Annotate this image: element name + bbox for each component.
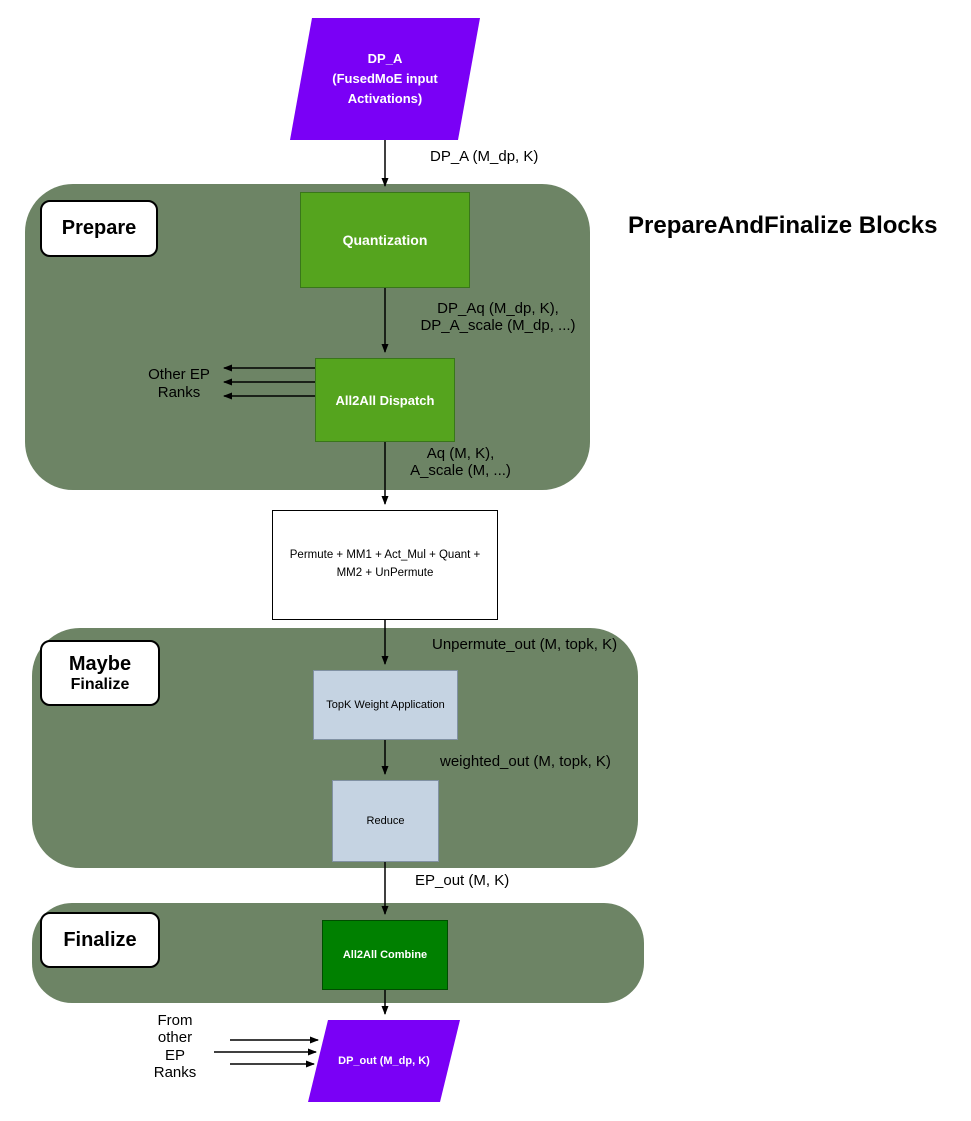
maybe-label-text: Maybe <box>68 652 132 675</box>
finalize-label: Finalize <box>40 912 160 968</box>
edge-label-dp-aq: DP_Aq (M_dp, K), DP_A_scale (M_dp, ...) <box>420 300 576 334</box>
from-other-ep-ranks-label: From other EP Ranks <box>153 1012 197 1081</box>
maybe-finalize-label: Maybe Finalize <box>40 640 160 706</box>
finalize-label-text: Finalize <box>63 928 137 951</box>
other-ep-ranks-label: Other EP Ranks <box>148 366 210 401</box>
edge-label-unpermute-out: Unpermute_out (M, topk, K) <box>432 636 618 653</box>
topk-weight-application-node: TopK Weight Application <box>313 670 458 740</box>
all2all-combine-node: All2All Combine <box>322 920 448 990</box>
prepare-label-text: Prepare <box>61 217 137 239</box>
edge-label-dp-a: DP_A (M_dp, K) <box>430 148 539 165</box>
edge-label-ep-out: EP_out (M, K) <box>415 872 510 889</box>
all2all-dispatch-node: All2All Dispatch <box>315 358 455 442</box>
diagram-title: PrepareAndFinalize Blocks <box>628 212 938 239</box>
quantization-node: Quantization <box>300 192 470 288</box>
edge-label-weighted-out: weighted_out (M, topk, K) <box>440 753 611 770</box>
edge-label-aq: Aq (M, K), A_scale (M, ...) <box>410 445 511 479</box>
reduce-node: Reduce <box>332 780 439 862</box>
maybe-finalize-label-text: Finalize <box>70 675 130 693</box>
permute-mm-block-node: Permute + MM1 + Act_Mul + Quant + MM2 + … <box>272 510 498 620</box>
dp-out-node: DP_out (M_dp, K) <box>308 1020 460 1102</box>
prepare-label: Prepare <box>40 200 158 257</box>
dp-a-input-node: DP_A (FusedMoE input Activations) <box>290 18 480 140</box>
